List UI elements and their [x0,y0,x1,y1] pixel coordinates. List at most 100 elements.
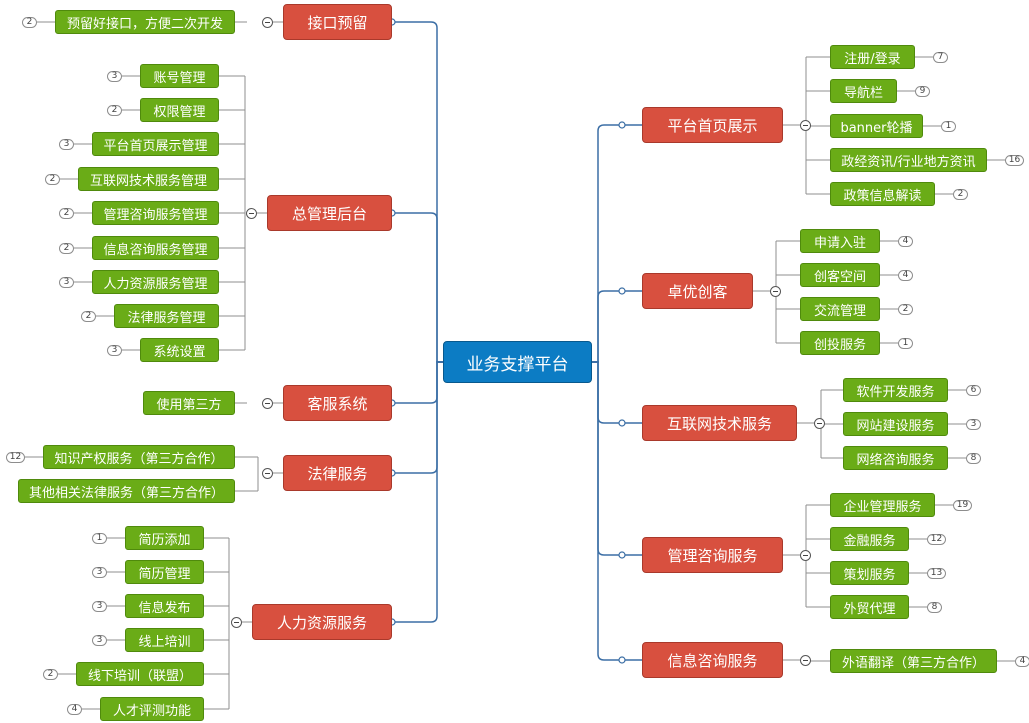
child-count-badge[interactable]: 2 [107,104,122,116]
collapse-toggle-icon[interactable] [262,467,273,479]
topic-node[interactable]: 平台首页展示 [642,107,783,143]
child-count-badge[interactable]: 8 [966,452,981,464]
topic-node[interactable]: 接口预留 [283,4,392,40]
leaf-node[interactable]: 其他相关法律服务（第三方合作） [18,479,235,503]
leaf-node[interactable]: 线下培训（联盟） [76,662,204,686]
child-count-badge[interactable]: 3 [966,418,981,430]
leaf-node[interactable]: 外语翻译（第三方合作） [830,649,997,673]
leaf-node[interactable]: 外贸代理 [830,595,909,619]
topic-node[interactable]: 人力资源服务 [252,604,392,640]
child-count-badge[interactable]: 2 [81,310,96,322]
collapse-toggle-icon[interactable] [769,285,781,297]
leaf-node[interactable]: 政策信息解读 [830,182,935,206]
topic-node[interactable]: 互联网技术服务 [642,405,797,441]
leaf-node[interactable]: 权限管理 [140,98,219,122]
child-count-badge[interactable]: 1 [898,337,913,349]
leaf-node[interactable]: 线上培训 [125,628,204,652]
child-count-badge[interactable]: 12 [6,451,25,463]
topic-node[interactable]: 客服系统 [283,385,392,421]
leaf-node-label: 网络咨询服务 [856,452,935,468]
leaf-node[interactable]: 网站建设服务 [843,412,948,436]
child-count-badge[interactable]: 2 [59,242,74,254]
leaf-node[interactable]: 互联网技术服务管理 [78,167,219,191]
child-count-badge[interactable]: 3 [59,138,74,150]
child-count-badge[interactable]: 3 [107,344,122,356]
leaf-node[interactable]: 账号管理 [140,64,219,88]
child-count-badge[interactable]: 3 [92,634,107,646]
branch-joint-dot [618,121,626,129]
leaf-node[interactable]: 政经资讯/行业地方资讯 [830,148,987,172]
collapse-toggle-icon[interactable] [262,16,273,28]
child-count-badge[interactable]: 2 [953,188,968,200]
leaf-node[interactable]: 知识产权服务（第三方合作） [43,445,235,469]
leaf-node[interactable]: banner轮播 [830,114,923,138]
topic-node[interactable]: 卓优创客 [642,273,753,309]
child-count-badge[interactable]: 6 [966,384,981,396]
child-count-badge[interactable]: 3 [107,70,122,82]
root-node[interactable]: 业务支撑平台 [443,341,592,383]
child-count-badge[interactable]: 2 [45,173,60,185]
leaf-node[interactable]: 管理咨询服务管理 [92,201,219,225]
child-count-badge[interactable]: 3 [59,276,74,288]
child-count-badge[interactable]: 1 [941,120,956,132]
leaf-node[interactable]: 预留好接口，方便二次开发 [55,10,235,34]
topic-node[interactable]: 总管理后台 [267,195,392,231]
leaf-node[interactable]: 人才评测功能 [100,697,204,721]
leaf-node[interactable]: 简历添加 [125,526,204,550]
leaf-node[interactable]: 系统设置 [140,338,219,362]
child-count-badge[interactable]: 13 [927,567,946,579]
leaf-node[interactable]: 申请入驻 [800,229,880,253]
leaf-node-label: 策划服务 [843,567,896,583]
leaf-node[interactable]: 金融服务 [830,527,909,551]
child-count-badge[interactable]: 19 [953,499,972,511]
child-count-badge[interactable]: 2 [898,303,913,315]
leaf-node-label: 外贸代理 [843,601,896,617]
child-count-badge[interactable]: 3 [92,566,107,578]
leaf-node[interactable]: 交流管理 [800,297,880,321]
leaf-node[interactable]: 企业管理服务 [830,493,935,517]
child-count-badge[interactable]: 4 [1015,655,1029,667]
leaf-node-label: 简历添加 [138,532,191,548]
leaf-node[interactable]: 注册/登录 [830,45,915,69]
child-count-badge[interactable]: 8 [927,601,942,613]
leaf-node[interactable]: 简历管理 [125,560,204,584]
leaf-node[interactable]: 导航栏 [830,79,897,103]
leaf-node[interactable]: 人力资源服务管理 [92,270,219,294]
leaf-node[interactable]: 创客空间 [800,263,880,287]
leaf-node-label: 企业管理服务 [843,499,922,515]
leaf-node[interactable]: 使用第三方 [143,391,235,415]
collapse-toggle-icon[interactable] [262,397,273,409]
topic-node[interactable]: 管理咨询服务 [642,537,783,573]
child-count-badge[interactable]: 4 [898,235,913,247]
leaf-node[interactable]: 策划服务 [830,561,909,585]
collapse-toggle-icon[interactable] [813,417,825,429]
collapse-toggle-icon[interactable] [246,207,257,219]
collapse-toggle-icon[interactable] [799,654,811,666]
collapse-toggle-icon[interactable] [231,616,242,628]
child-count-badge[interactable]: 16 [1005,154,1024,166]
leaf-node[interactable]: 信息发布 [125,594,204,618]
child-count-badge[interactable]: 7 [933,51,948,63]
child-count-badge[interactable]: 2 [59,207,74,219]
child-count-badge[interactable]: 4 [67,703,82,715]
child-count-badge[interactable]: 12 [927,533,946,545]
collapse-toggle-icon[interactable] [799,119,811,131]
child-count-badge[interactable]: 9 [915,85,930,97]
leaf-node[interactable]: 信息咨询服务管理 [92,236,219,260]
child-count-badge[interactable]: 3 [92,600,107,612]
leaf-node[interactable]: 平台首页展示管理 [92,132,219,156]
collapse-toggle-icon[interactable] [799,549,811,561]
child-count-badge[interactable]: 4 [898,269,913,281]
topic-node[interactable]: 信息咨询服务 [642,642,783,678]
leaf-node[interactable]: 网络咨询服务 [843,446,948,470]
child-count-badge[interactable]: 2 [22,16,37,28]
root-branch-line [592,361,642,556]
topic-node[interactable]: 法律服务 [283,455,392,491]
child-count-badge[interactable]: 2 [43,668,58,680]
leaf-node[interactable]: 法律服务管理 [114,304,219,328]
child-count-badge[interactable]: 1 [92,532,107,544]
leaf-node[interactable]: 创投服务 [800,331,880,355]
leaf-node[interactable]: 软件开发服务 [843,378,948,402]
